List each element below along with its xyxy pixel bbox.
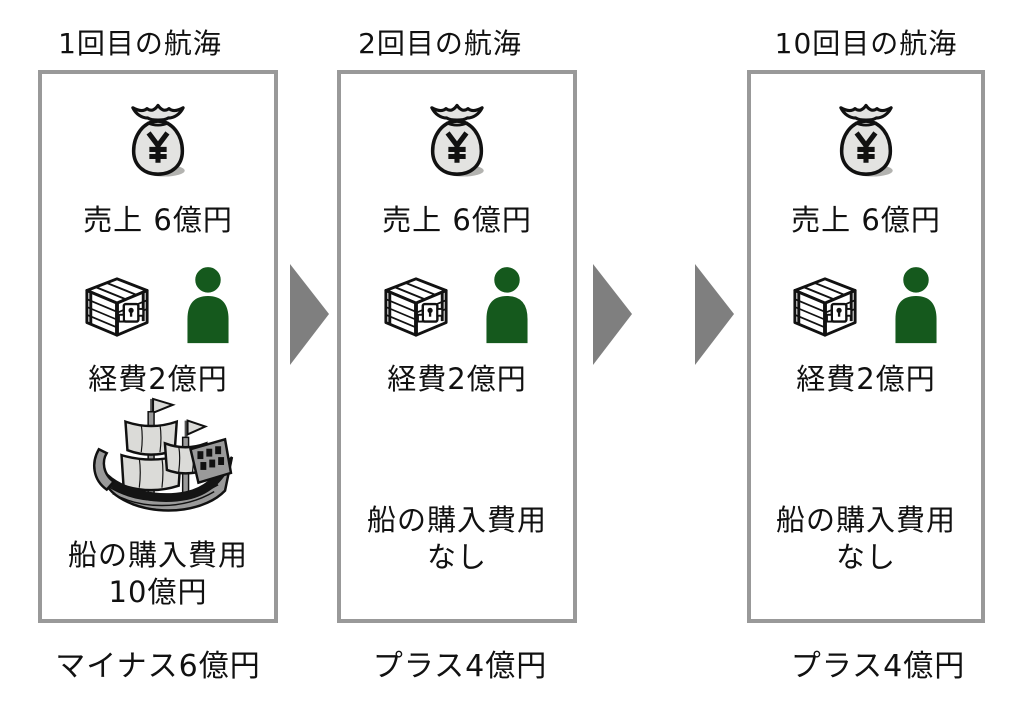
ship-cost-line1: 船の購入費用 (67, 538, 248, 572)
ship-cost-label: 船の購入費用 なし (751, 502, 981, 576)
person-icon (482, 262, 532, 346)
sales-label: 売上 6億円 (382, 203, 532, 237)
treasure-chest-icon (83, 275, 151, 339)
panel-title-voyage-1: 1回目の航海 (58, 27, 222, 60)
expense-icon-row (42, 262, 274, 346)
ship-cost-line2: 10億円 (108, 575, 208, 610)
ship-cost-label: 船の購入費用 なし (341, 502, 573, 576)
panel-title-voyage-10: 10回目の航海 (774, 27, 958, 60)
ship-icon (90, 394, 238, 534)
arrow-right-icon (695, 264, 734, 365)
voyage-panel-2: 売上 6億円 経費2億円 船の購入費用 なし (337, 70, 577, 623)
ship-cost-line1: 船の購入費用 (366, 503, 547, 537)
expense-label: 経費2億円 (88, 362, 228, 396)
ship-cost-line1: 船の購入費用 (775, 503, 956, 537)
panel-title-voyage-2: 2回目の航海 (358, 27, 522, 60)
result-label-voyage-1: マイナス6億円 (55, 649, 261, 684)
sales-label: 売上 6億円 (83, 203, 233, 237)
expense-label: 経費2億円 (387, 362, 527, 396)
ship-cost-line2: なし (835, 540, 896, 575)
result-label-voyage-2: プラス4億円 (372, 649, 548, 684)
voyage-panel-1: 売上 6億円 経費2億円 船の購入費用 10億円 (38, 70, 278, 623)
sales-label: 売上 6億円 (791, 203, 941, 237)
arrow-right-icon (593, 264, 632, 365)
ship-cost-line2: なし (426, 540, 487, 575)
ship-cost-label: 船の購入費用 10億円 (42, 537, 274, 611)
arrow-right-icon (290, 264, 329, 365)
expense-icon-row (341, 262, 573, 346)
expense-icon-row (751, 262, 981, 346)
expense-label: 経費2億円 (796, 362, 936, 396)
money-bag-icon (424, 96, 490, 184)
voyage-panel-10: 売上 6億円 経費2億円 船の購入費用 なし (747, 70, 985, 623)
person-icon (891, 262, 941, 346)
person-icon (183, 262, 233, 346)
money-bag-icon (125, 96, 191, 184)
treasure-chest-icon (791, 275, 859, 339)
result-label-voyage-10: プラス4億円 (790, 649, 966, 684)
treasure-chest-icon (382, 275, 450, 339)
money-bag-icon (833, 96, 899, 184)
